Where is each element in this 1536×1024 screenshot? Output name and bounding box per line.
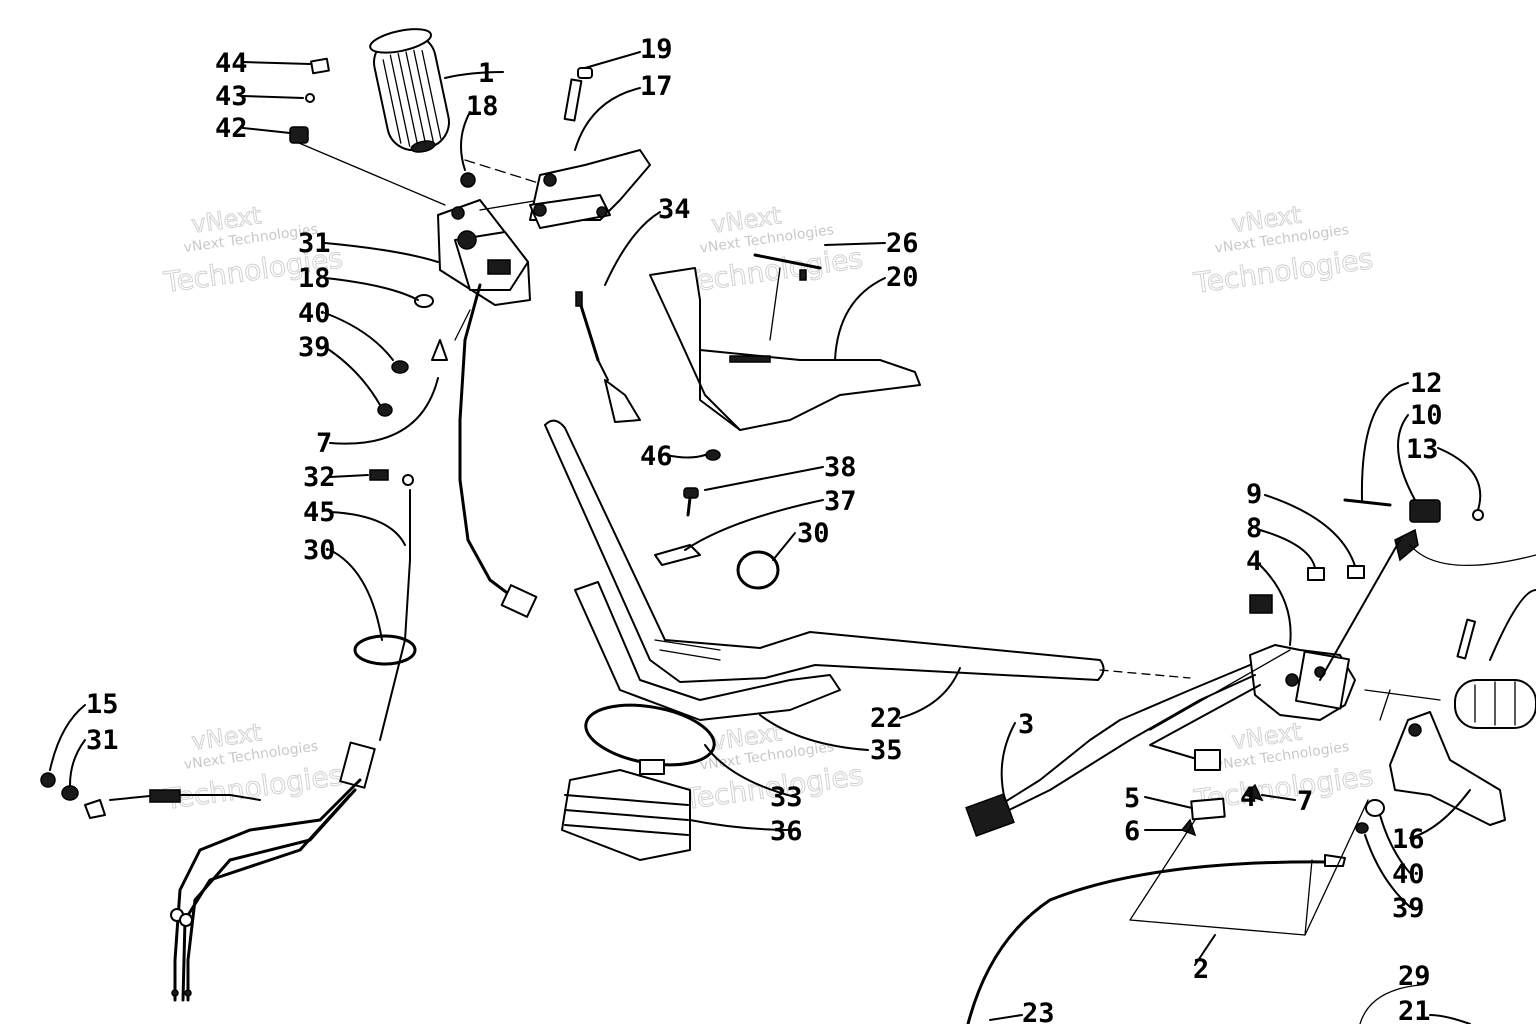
handlebar-pad-20 bbox=[649, 253, 921, 431]
label-3: 3 bbox=[1018, 709, 1034, 740]
label-38: 38 bbox=[824, 452, 857, 483]
label-43: 43 bbox=[215, 81, 248, 112]
screw-43 bbox=[305, 93, 315, 103]
clip-44 bbox=[310, 57, 330, 75]
strap-33 bbox=[584, 703, 716, 775]
label-33: 33 bbox=[770, 782, 803, 813]
riser-35 bbox=[574, 581, 841, 721]
brake-lever-17 bbox=[529, 67, 651, 229]
label-2: 2 bbox=[1193, 954, 1209, 985]
label-12: 12 bbox=[1410, 368, 1443, 399]
label-18-top: 18 bbox=[466, 91, 499, 122]
left-cable-group bbox=[109, 469, 417, 1002]
label-35: 35 bbox=[870, 735, 903, 766]
bolt-38 bbox=[683, 487, 699, 499]
cap-15 bbox=[40, 772, 56, 788]
block-9 bbox=[1347, 565, 1365, 579]
label-20: 20 bbox=[886, 262, 919, 293]
watermark-top-right: vNext vNext Technologies Technologies bbox=[1191, 200, 1376, 300]
label-39-left: 39 bbox=[298, 332, 331, 363]
left-grip bbox=[369, 28, 450, 153]
part-drawings bbox=[40, 28, 1536, 1024]
label-30-left: 30 bbox=[303, 535, 336, 566]
label-46: 46 bbox=[640, 441, 673, 472]
label-13: 13 bbox=[1406, 434, 1439, 465]
label-45: 45 bbox=[303, 497, 336, 528]
pin-6 bbox=[1180, 818, 1197, 837]
ring-30-center bbox=[736, 550, 780, 590]
right-lever-16 bbox=[1389, 711, 1506, 826]
label-19: 19 bbox=[640, 34, 673, 65]
label-7-right: 7 bbox=[1297, 786, 1313, 817]
label-42: 42 bbox=[215, 113, 248, 144]
label-30-center: 30 bbox=[797, 518, 830, 549]
clamp-37 bbox=[654, 544, 701, 566]
right-grip bbox=[1454, 589, 1536, 729]
nut-39-right bbox=[1355, 822, 1369, 834]
label-36: 36 bbox=[770, 816, 803, 847]
label-26: 26 bbox=[886, 228, 919, 259]
label-18-mid: 18 bbox=[298, 263, 331, 294]
nut-40-left bbox=[391, 360, 409, 374]
wire-harness-3 bbox=[965, 664, 1261, 837]
nut-31 bbox=[61, 785, 79, 801]
nut-46 bbox=[705, 449, 721, 461]
label-21: 21 bbox=[1398, 996, 1431, 1024]
label-15: 15 bbox=[86, 689, 119, 720]
clamp-10 bbox=[1409, 499, 1441, 523]
label-23: 23 bbox=[1022, 998, 1055, 1024]
label-6: 6 bbox=[1124, 816, 1140, 847]
cable-connector bbox=[500, 584, 538, 618]
connector-5 bbox=[1190, 797, 1226, 821]
label-44: 44 bbox=[215, 48, 248, 79]
label-22: 22 bbox=[870, 703, 903, 734]
label-1: 1 bbox=[478, 58, 494, 89]
label-10: 10 bbox=[1410, 400, 1443, 431]
label-34: 34 bbox=[658, 194, 691, 225]
pad-36 bbox=[561, 769, 691, 861]
nut-39-left bbox=[377, 403, 393, 417]
block-8 bbox=[1307, 567, 1325, 581]
handlebar-22 bbox=[544, 419, 1191, 683]
label-5: 5 bbox=[1124, 783, 1140, 814]
washer-18-mid bbox=[414, 294, 434, 308]
washer-18-top bbox=[460, 172, 476, 188]
leader-lines bbox=[49, 51, 1482, 1024]
label-40-left: 40 bbox=[298, 298, 331, 329]
label-4-bottom: 4 bbox=[1240, 782, 1256, 813]
nut-42 bbox=[289, 126, 309, 144]
label-16: 16 bbox=[1392, 824, 1425, 855]
label-8: 8 bbox=[1246, 513, 1262, 544]
washer-40-right bbox=[1365, 799, 1385, 817]
switch-34 bbox=[575, 291, 641, 423]
label-31-bottom: 31 bbox=[86, 725, 119, 756]
label-40-right: 40 bbox=[1392, 859, 1425, 890]
clip-13 bbox=[1472, 509, 1484, 521]
right-control-housing bbox=[1249, 594, 1356, 721]
pin-7-right bbox=[1243, 783, 1264, 802]
label-39-right: 39 bbox=[1392, 893, 1425, 924]
label-32: 32 bbox=[303, 462, 336, 493]
left-throttle-housing bbox=[437, 199, 531, 306]
label-29: 29 bbox=[1398, 961, 1431, 992]
label-4-top: 4 bbox=[1246, 546, 1262, 577]
label-17: 17 bbox=[640, 71, 673, 102]
part-labels: 1 18 19 17 44 43 42 31 18 40 39 7 32 45 … bbox=[86, 34, 1443, 1024]
pin-7-left bbox=[431, 339, 448, 361]
label-31-top: 31 bbox=[298, 228, 331, 259]
cable-end bbox=[84, 799, 106, 819]
label-7-left: 7 bbox=[316, 428, 332, 459]
label-9: 9 bbox=[1246, 479, 1262, 510]
watermark-bottom-left: vNext vNext Technologies Technologies bbox=[161, 718, 346, 817]
label-37: 37 bbox=[824, 486, 857, 517]
hook-part bbox=[1394, 528, 1419, 562]
